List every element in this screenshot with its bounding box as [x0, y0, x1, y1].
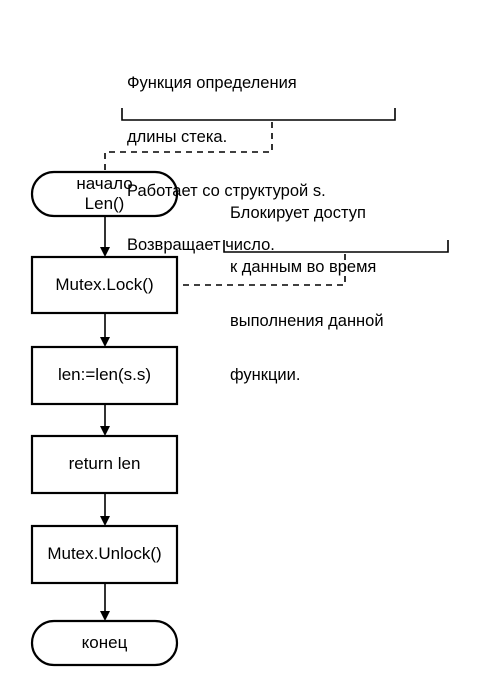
- lock-comment-line-4: функции.: [230, 366, 301, 384]
- unlock-process-label: Mutex.Unlock(): [47, 544, 162, 563]
- lock-comment-line-2: к данным во время: [230, 258, 377, 276]
- function-comment-line-3: Работает со структурой s.: [127, 182, 326, 200]
- flow-arrow-unlock-end: [100, 611, 110, 621]
- lock-comment-bracket: [223, 240, 449, 253]
- lock-comment-line-3: выполнения данной: [230, 312, 384, 330]
- unlock-process-shape: [30, 524, 179, 585]
- end-terminator-shape: [30, 619, 179, 667]
- function-comment-line-2: длины стека.: [127, 128, 228, 146]
- function-comment-text: Функция определения длины стека. Работае…: [127, 38, 326, 272]
- function-comment-line-4: Возвращает число.: [127, 236, 275, 254]
- start-label-line-1: начало: [76, 174, 133, 193]
- function-comment-line-1: Функция определения: [127, 74, 297, 92]
- lock-process-shape: [30, 255, 179, 315]
- start-label-line-2: Len(): [84, 194, 125, 213]
- flow-arrow-start-lock: [100, 247, 110, 257]
- lock-comment-line-1: Блокирует доступ: [230, 204, 366, 222]
- flow-arrow-lock-assign: [100, 337, 110, 347]
- assign-process-label: len:=len(s.s): [57, 365, 152, 384]
- function-comment-connector: [104, 122, 273, 170]
- end-terminator-label: конец: [81, 633, 128, 652]
- flow-arrow-return-unlock: [100, 516, 110, 526]
- assign-process-shape: [30, 345, 179, 406]
- start-terminator-label: начало Len(): [32, 174, 177, 214]
- flow-arrow-assign-return: [100, 426, 110, 436]
- return-process-label: return len: [68, 454, 141, 473]
- function-comment-bracket: [121, 108, 396, 121]
- return-process-shape: [30, 434, 179, 495]
- lock-comment-text: Блокирует доступ к данным во время выпол…: [230, 168, 384, 402]
- lock-process-label: Mutex.Lock(): [55, 275, 154, 294]
